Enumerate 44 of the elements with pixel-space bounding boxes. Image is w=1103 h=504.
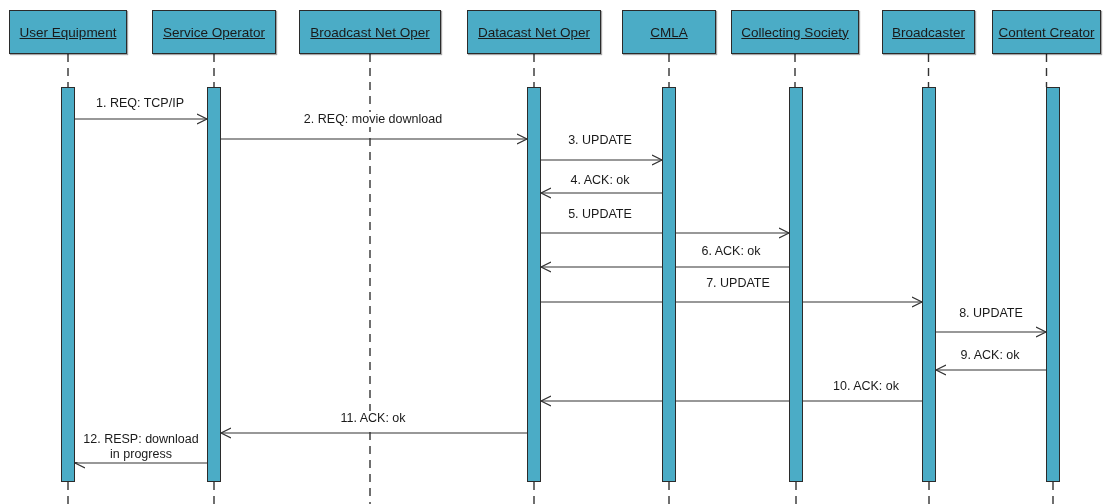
message-arrow	[220, 427, 528, 439]
lifeline	[67, 53, 69, 88]
activation-bar	[662, 87, 676, 482]
participant-box: Broadcast Net Oper	[299, 10, 441, 54]
participant-box: Service Operator	[152, 10, 276, 54]
participant-box: Datacast Net Oper	[467, 10, 601, 54]
activation-bar	[922, 87, 936, 482]
lifeline	[533, 481, 535, 504]
message-arrow	[540, 261, 790, 273]
activation-bar	[61, 87, 75, 482]
edge-label: 1. REQ: TCP/IP	[94, 96, 186, 111]
lifeline	[1052, 481, 1054, 504]
lifeline	[369, 53, 371, 504]
lifeline	[533, 53, 535, 88]
message-arrow	[935, 326, 1047, 338]
participant-box: Collecting Society	[731, 10, 859, 54]
participant-box: CMLA	[622, 10, 716, 54]
participant-box: User Equipment	[9, 10, 127, 54]
lifeline	[927, 53, 930, 88]
edge-label: 11. ACK: ok	[338, 411, 408, 426]
message-arrow	[540, 395, 923, 407]
message-arrow	[540, 227, 790, 239]
edge-label: 2. REQ: movie download	[301, 112, 445, 127]
message-arrow	[540, 296, 923, 308]
message-arrow	[74, 113, 208, 125]
lifeline	[928, 481, 930, 504]
lifeline	[213, 53, 215, 88]
lifeline	[794, 53, 796, 88]
message-arrow	[220, 133, 528, 145]
activation-bar	[207, 87, 221, 482]
lifeline	[668, 481, 670, 504]
activation-bar	[527, 87, 541, 482]
participant-box: Content Creator	[992, 10, 1101, 54]
lifeline	[213, 481, 215, 504]
activation-bar	[1046, 87, 1060, 482]
lifeline	[795, 481, 797, 504]
lifeline	[1045, 53, 1048, 88]
message-arrow	[540, 154, 663, 166]
lifeline	[668, 53, 670, 88]
message-arrow	[540, 187, 663, 199]
lifeline	[67, 481, 69, 504]
message-arrow	[935, 364, 1047, 376]
activation-bar	[789, 87, 803, 482]
participant-box: Broadcaster	[882, 10, 975, 54]
